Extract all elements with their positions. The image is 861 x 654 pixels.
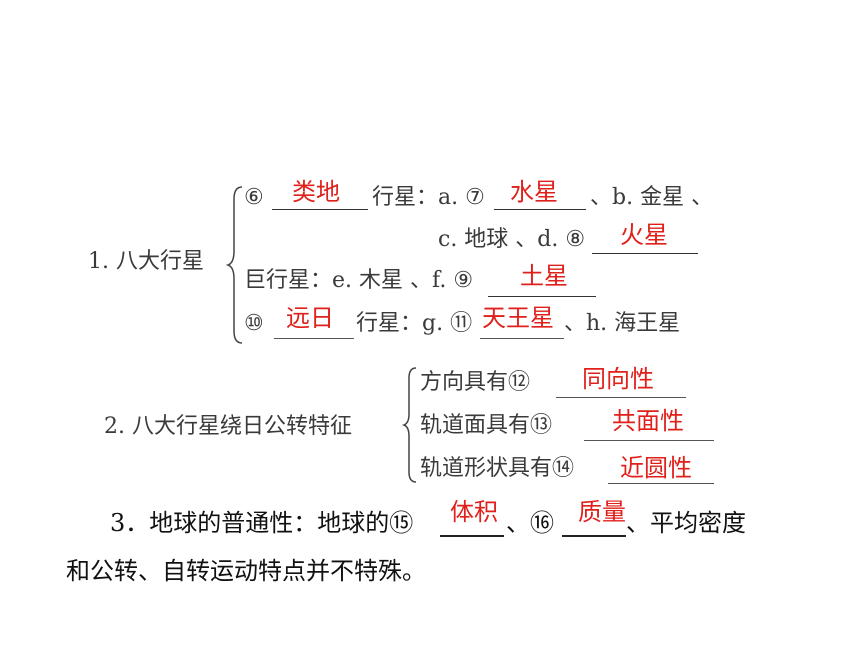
answer-11: 天王星 <box>482 304 554 332</box>
section2-brace <box>402 367 417 483</box>
blank-6-line <box>272 209 368 210</box>
answer-9: 土星 <box>520 262 568 290</box>
answer-7: 水星 <box>510 178 558 206</box>
row1-suffix: 、b. 金星 、 <box>590 185 714 210</box>
section3-line2: 和公转、自转运动特点并不特殊。 <box>66 557 426 585</box>
blank-16-line <box>562 535 626 537</box>
row2-text: c. 地球 、d. ⑧ <box>438 227 586 252</box>
answer-12: 同向性 <box>582 365 654 393</box>
section3-line1-b: 、⑯ <box>506 509 554 537</box>
answer-15: 体积 <box>450 498 498 526</box>
blank-9-line <box>488 296 596 297</box>
row4-circled-10: ⑩ <box>244 311 264 336</box>
answer-8: 火星 <box>620 221 668 249</box>
row1-circled-6: ⑥ <box>244 185 264 210</box>
section2-title: 2. 八大行星绕日公转特征 <box>104 414 352 439</box>
blank-11-line <box>480 338 564 339</box>
answer-13: 共面性 <box>612 407 684 435</box>
item14-label: 轨道形状具有⑭ <box>420 456 575 481</box>
blank-15-line <box>440 535 504 537</box>
item13-label: 轨道面具有⑬ <box>420 413 553 438</box>
row4-suffix: 、h. 海王星 <box>564 311 681 336</box>
section1-brace <box>226 186 243 344</box>
item12-label: 方向具有⑫ <box>420 370 531 395</box>
blank-14-line <box>608 483 714 484</box>
blank-13-line <box>584 440 714 441</box>
section3-line1-a: 3．地球的普通性：地球的⑮ <box>110 509 414 537</box>
answer-14: 近圆性 <box>620 454 692 482</box>
row3-text: 巨行星：e. 木星 、f. ⑨ <box>244 268 474 293</box>
blank-12-line <box>556 397 686 398</box>
blank-8-line <box>592 253 698 254</box>
section3-line1-c: 、平均密度 <box>626 509 746 537</box>
answer-16: 质量 <box>578 498 626 526</box>
answer-10: 远日 <box>286 304 334 332</box>
row4-mid: 行星：g. ⑪ <box>356 311 473 336</box>
row1-mid: 行星：a. ⑦ <box>372 185 485 210</box>
section1-title: 1. 八大行星 <box>88 249 204 274</box>
blank-10-line <box>274 338 354 339</box>
blank-7-line <box>494 209 586 210</box>
answer-6: 类地 <box>292 178 340 206</box>
